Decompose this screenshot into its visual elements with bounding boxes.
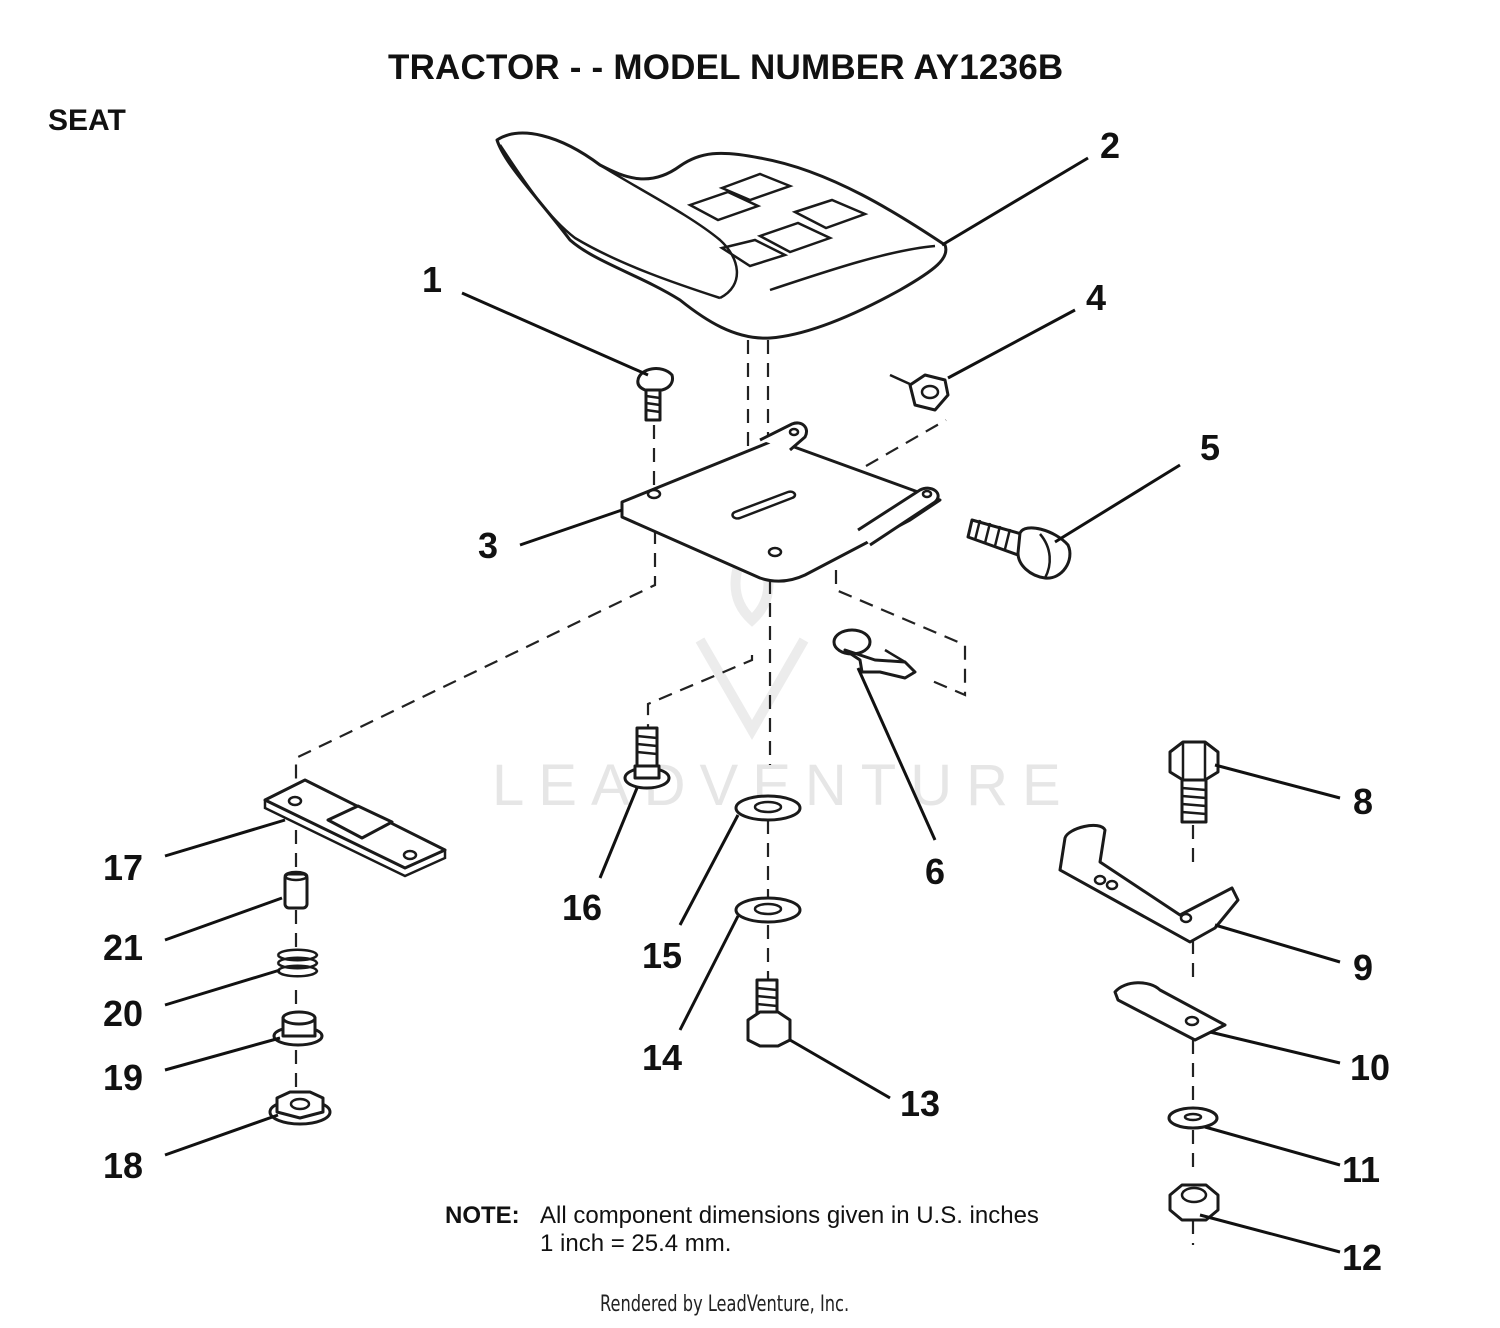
callout-16: 16	[562, 887, 602, 928]
callout-17: 17	[103, 847, 143, 888]
hex-bolt-part	[966, 518, 1072, 580]
callout-6: 6	[925, 851, 945, 892]
flange-nut-part	[268, 1090, 332, 1126]
note-label: NOTE:	[445, 1202, 520, 1229]
page-title: TRACTOR - - MODEL NUMBER AY1236B	[388, 48, 1064, 87]
leader-lines	[164, 156, 1341, 1254]
lock-washer-part	[734, 896, 802, 924]
callout-8: 8	[1353, 781, 1373, 822]
seat-plate-part	[620, 421, 942, 583]
callout-3: 3	[478, 525, 498, 566]
hex-bolt-13-part	[746, 978, 792, 1048]
callout-14: 14	[642, 1037, 682, 1078]
callout-19: 19	[103, 1057, 143, 1098]
callout-9: 9	[1353, 947, 1373, 988]
callout-20: 20	[103, 993, 143, 1034]
callout-10: 10	[1350, 1047, 1390, 1088]
callout-21: 21	[103, 927, 143, 968]
callout-12: 12	[1342, 1237, 1382, 1278]
note: NOTE: All component dimensions given in U…	[445, 1202, 1039, 1258]
lock-nut-part	[1168, 1183, 1220, 1222]
callout-numbers: 1 2 3 4 5 6 8 9 10 11 12 13 14 15 16 17 …	[103, 125, 1390, 1278]
callout-18: 18	[103, 1145, 143, 1186]
tab-plate-part	[1113, 981, 1227, 1042]
note-line-1: All component dimensions given in U.S. i…	[540, 1202, 1039, 1229]
note-text: All component dimensions given in U.S. i…	[540, 1202, 1039, 1258]
hex-bolt-8-part	[1168, 740, 1220, 824]
flat-washer-part	[734, 794, 802, 822]
carriage-bolt-part	[636, 367, 674, 422]
mounting-bracket-part	[1058, 824, 1240, 944]
callout-11: 11	[1342, 1149, 1380, 1190]
hex-nut-part	[889, 373, 950, 412]
callout-13: 13	[900, 1083, 940, 1124]
callout-15: 15	[642, 935, 682, 976]
spring-clip-part	[832, 628, 917, 680]
callout-2: 2	[1100, 125, 1120, 166]
shoulder-bolt-part	[623, 726, 671, 790]
section-title: SEAT	[48, 104, 126, 137]
seat-part	[495, 131, 948, 340]
bushing-part	[272, 1010, 324, 1047]
washer-11-part	[1167, 1106, 1219, 1130]
spring-part	[276, 948, 319, 978]
callout-5: 5	[1200, 427, 1220, 468]
note-line-2: 1 inch = 25.4 mm.	[540, 1230, 732, 1257]
footer-credit: Rendered by LeadVenture, Inc.	[600, 1292, 850, 1317]
seat-slide-part	[263, 778, 447, 878]
callout-4: 4	[1086, 277, 1106, 318]
callout-1: 1	[422, 259, 442, 300]
pin-part	[283, 870, 309, 910]
